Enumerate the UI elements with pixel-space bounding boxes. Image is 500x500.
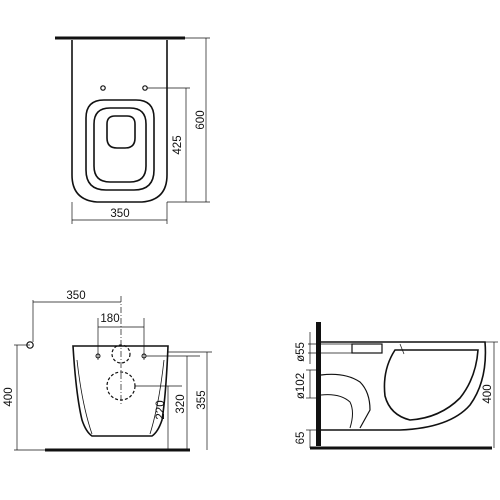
dim-width-top: 350 xyxy=(110,208,129,220)
dim-height-side: 400 xyxy=(482,384,494,403)
dim-hole-spacing: 180 xyxy=(100,313,119,325)
wall-side xyxy=(316,322,321,446)
inlet-pipe-side xyxy=(351,343,383,354)
fixing-hole-left xyxy=(100,85,106,91)
dim-height-upper: 320 xyxy=(175,394,187,413)
seat-outline-outer xyxy=(85,99,155,191)
dim-height-total: 400 xyxy=(3,387,15,406)
side-view: ø55 ø102 65 400 xyxy=(295,322,498,450)
dim-seat-depth: 425 xyxy=(172,135,184,154)
seat-outline-inner xyxy=(93,107,147,183)
dim-outlet-diameter: ø102 xyxy=(295,373,307,399)
dim-fixing-offset: 350 xyxy=(66,290,85,302)
bowl-interior-side xyxy=(383,349,479,421)
bowl-opening xyxy=(106,115,136,149)
dim-height-lower: 220 xyxy=(155,400,167,419)
fixing-hole-right xyxy=(142,85,148,91)
dim-total-depth: 600 xyxy=(195,110,207,129)
trap-inner xyxy=(320,394,353,429)
dim-floor-gap: 65 xyxy=(295,432,307,445)
bowl-outline-front xyxy=(72,345,169,437)
bowl-shading xyxy=(76,359,165,435)
dim-inlet-diameter: ø55 xyxy=(295,342,307,362)
top-view: 350 425 600 xyxy=(55,36,210,224)
trap-outline xyxy=(320,373,371,429)
bowl-outline-top xyxy=(71,40,168,203)
bowl-outline-side xyxy=(321,341,487,431)
dim-height-fixing: 355 xyxy=(196,390,208,409)
front-view: 350 180 400 220 320 355 xyxy=(3,290,212,452)
